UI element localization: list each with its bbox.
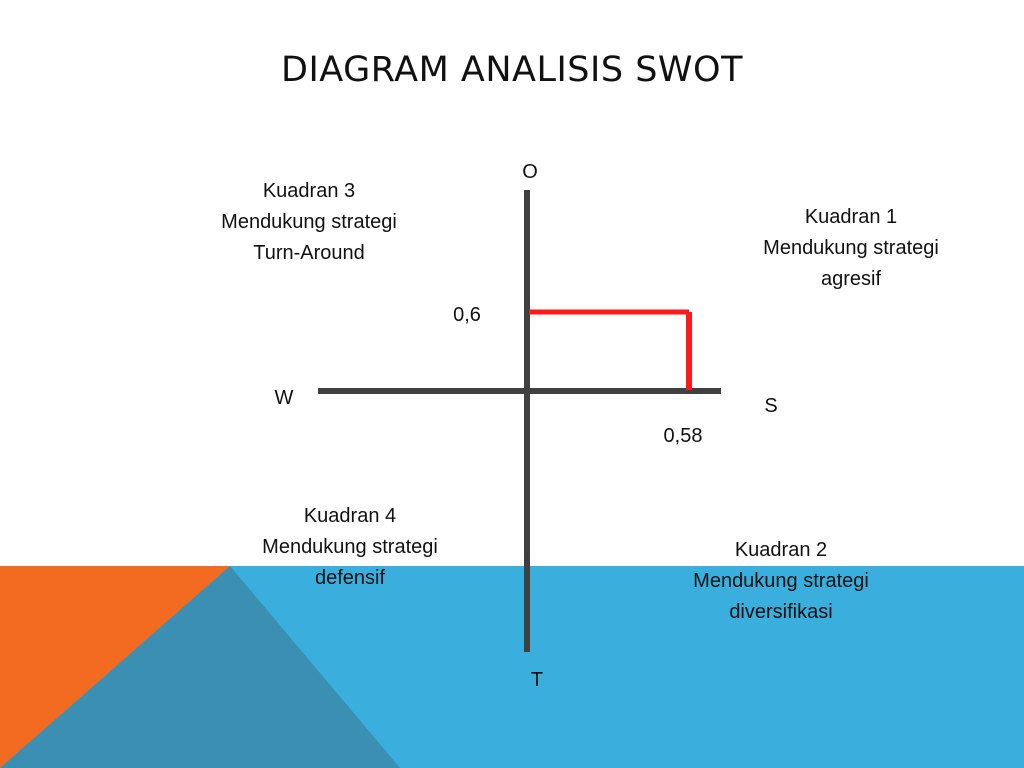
quadrant-4-line2: defensif: [314, 567, 386, 589]
axis-label-opportunities: O: [522, 161, 538, 183]
slide-title: DIAGRAM ANALISIS SWOT: [281, 50, 743, 90]
quadrant-2-label: Kuadran 2 Mendukung strategi diversifika…: [661, 535, 901, 628]
quadrant-3-line2: Turn-Around: [253, 242, 365, 264]
quadrant-1-line2: agresif: [820, 268, 882, 290]
quadrant-2-name: Kuadran 2: [734, 539, 828, 561]
blue-triangle: [0, 566, 400, 768]
quadrant-3-name: Kuadran 3: [262, 180, 356, 202]
quadrant-4-label: Kuadran 4 Mendukung strategi defensif: [230, 501, 470, 594]
quadrant-4-name: Kuadran 4: [303, 505, 397, 527]
point-x-label: 0,58: [663, 425, 703, 447]
quadrant-1-label: Kuadran 1 Mendukung strategi agresif: [731, 202, 971, 295]
quadrant-4-line1: Mendukung strategi: [262, 536, 438, 558]
quadrant-1-name: Kuadran 1: [804, 206, 898, 228]
axis-label-weaknesses: W: [274, 387, 294, 409]
quadrant-3-label: Kuadran 3 Mendukung strategi Turn-Around: [189, 176, 429, 269]
axis-label-strengths: S: [764, 395, 778, 417]
axis-label-threats: T: [530, 669, 544, 691]
quadrant-2-line1: Mendukung strategi: [693, 570, 869, 592]
quadrant-1-line1: Mendukung strategi: [763, 237, 939, 259]
quadrant-2-line2: diversifikasi: [729, 601, 833, 623]
quadrant-3-line1: Mendukung strategi: [221, 211, 397, 233]
point-y-label: 0,6: [453, 304, 481, 326]
